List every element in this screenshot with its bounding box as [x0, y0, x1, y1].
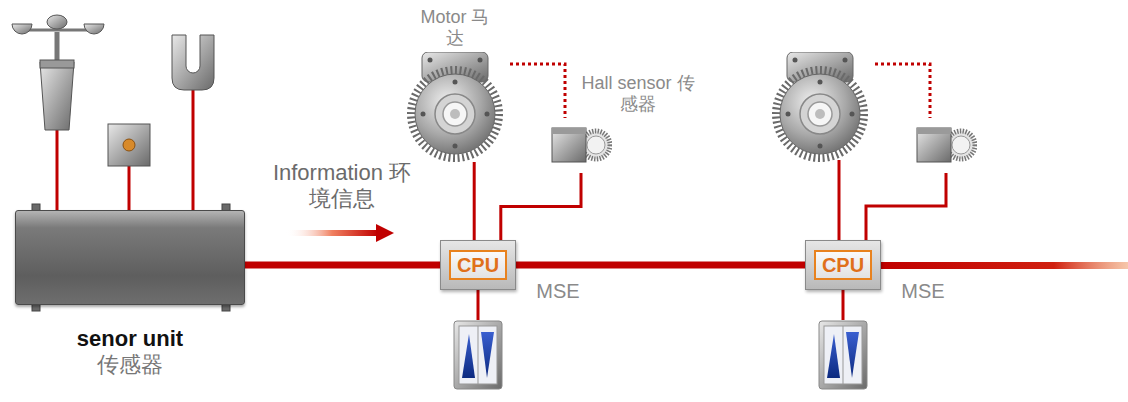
switches [454, 290, 867, 389]
unit-name-cn: 传感器 [16, 352, 244, 378]
hall-sensor: Hall sensor 传感器 [550, 118, 612, 173]
module-label: MSE [528, 279, 588, 303]
information-label: Information 环境信息 [262, 160, 422, 213]
cpu-label: CPU [449, 250, 507, 280]
bus-line [245, 262, 440, 269]
motor-2 [776, 52, 975, 240]
light-sensor [108, 124, 150, 210]
unit-name: senor unit [16, 326, 244, 352]
sensor-unit: senor unit传感器 [15, 210, 245, 305]
u-sensor [172, 35, 214, 210]
bus-tail [881, 262, 1128, 269]
module-label: MSE [893, 279, 953, 303]
cpu-box: CPU [440, 240, 516, 290]
information-arrow [286, 224, 394, 242]
cpu-box: CPU [805, 240, 881, 290]
motor-drawing [400, 52, 510, 162]
signal-dotted-line [510, 64, 565, 118]
anemometer [12, 15, 104, 210]
motor-icon: Motor 马达 [400, 52, 510, 162]
cpu-label: CPU [814, 250, 872, 280]
wire [473, 162, 476, 240]
hall-sensor-drawing [550, 118, 612, 173]
wire [501, 173, 581, 240]
bus-line [516, 262, 805, 269]
motor-label: Motor 马达 [415, 7, 495, 50]
hall-sensor-label: Hall sensor 传感器 [578, 73, 698, 116]
